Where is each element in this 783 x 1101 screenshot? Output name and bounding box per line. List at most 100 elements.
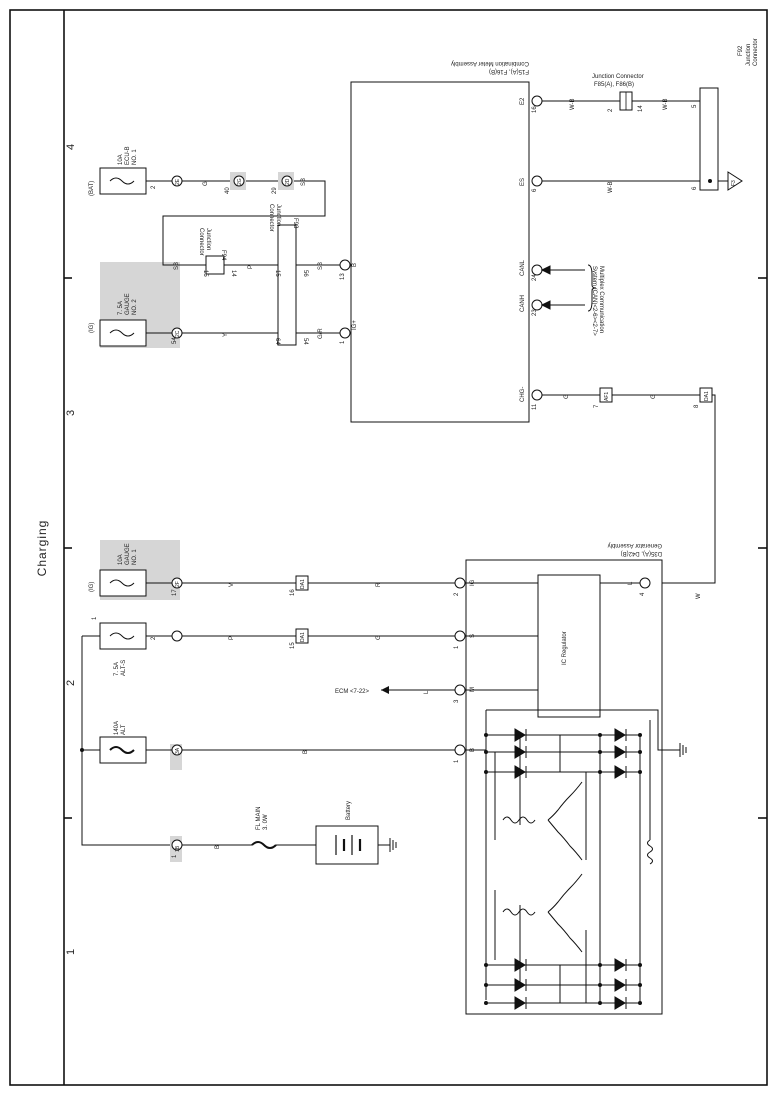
inline-conn-label-5: 2F <box>175 581 181 587</box>
f85-pin-2: 2 <box>608 108 614 112</box>
fuse-ig2: (IG) 7. 5AGAUGENO. 2 54 <box>89 262 180 348</box>
f85-pin-14: 14 <box>638 105 644 112</box>
meter-pin-canl-num: 24 <box>532 274 538 281</box>
battery: Battery <box>315 801 397 865</box>
wire-flmain: B <box>215 845 221 849</box>
fuse-ig2-pin: 54 <box>172 337 178 344</box>
fuse-bat: (BAT) 10AECU-BNO. 1 2 <box>89 146 157 196</box>
inline-conn-label-4: 1B <box>175 845 181 852</box>
wire-es: W-B <box>608 181 614 193</box>
fuse-bat-name: 10AECU-BNO. 1 <box>118 146 138 165</box>
da1-s-code: DA1 <box>300 632 306 642</box>
f94-pin-14: 14 <box>230 270 236 277</box>
f85-label: Junction Connector <box>592 74 644 80</box>
inline-conn-label-3: 2D <box>285 178 291 185</box>
f93-pin-64: 64 <box>274 338 280 345</box>
meter-code: F15(A), F16(B) <box>489 68 529 74</box>
wire-alts: P <box>229 636 235 640</box>
wire-alts2: G <box>376 635 382 640</box>
ground-code: F3 <box>731 180 737 186</box>
meter-pin-canh-num: 23 <box>532 309 538 316</box>
da1-s-pin: 15 <box>290 642 296 649</box>
junction-connector-f94: F94 JunctionConnector 15 14 <box>198 228 236 277</box>
generator-code: D35(A), D42(B) <box>621 550 662 556</box>
f93-pin-15: 15 <box>274 270 280 277</box>
fuse-ig2-name: 7. 5AGAUGENO. 2 <box>118 293 138 315</box>
connector-da1-chg: DA1 8 <box>694 387 713 408</box>
zone-3: 3 <box>65 410 77 416</box>
gen-pin-m-num: 3 <box>454 699 460 703</box>
wire-m: L <box>424 690 430 694</box>
fuse-flmain-name: FL MAIN3. 0W <box>256 807 269 830</box>
wire-network <box>146 100 716 846</box>
stator-coil-lower <box>502 873 583 953</box>
fuse-flmain: FL MAIN3. 0W 1 <box>170 807 277 862</box>
junction-connector-f93: F93 JunctionConnector 15 56 64 54 <box>268 204 308 346</box>
fuse-ig1-name: 10AGAUGENO. 1 <box>118 543 138 565</box>
ecm-label: ECM <7-22> <box>335 689 370 695</box>
wire-ig2b: G/R <box>318 328 324 339</box>
f92-pin-5: 5 <box>692 104 698 108</box>
fuse-alts-pin: 2 <box>151 636 157 640</box>
wire-bjunction2: P <box>248 265 254 269</box>
meter-pin-b-num: 13 <box>340 273 346 280</box>
stator-coil-upper <box>502 781 583 861</box>
meter-pin-b-name: B <box>352 263 358 267</box>
da1-ig-code: DA1 <box>300 579 306 589</box>
meter-pin-canh-name: CANH <box>520 295 526 312</box>
wire-bjunction: SB <box>174 262 180 270</box>
battery-bus-wire <box>81 635 172 846</box>
inline-conn-2g-pin: 40 <box>225 187 231 194</box>
meter-pin-ig-num: 1 <box>340 340 346 344</box>
connector-da1-s: DA1 15 <box>290 628 309 649</box>
wire-bjunction3: SB <box>318 262 324 270</box>
fuse-alt-name: 140AALT <box>114 721 127 735</box>
rectifier-diodes <box>514 728 627 1010</box>
da1-ig-pin: 16 <box>290 589 296 596</box>
meter-pin-chg-num: 11 <box>532 403 538 410</box>
da1-chg-pin: 8 <box>694 404 700 408</box>
page-title: Charging <box>35 520 49 577</box>
gen-pin-s-num: 1 <box>454 645 460 649</box>
fuse-ig2-source: (IG) <box>89 323 95 333</box>
f94-code: F94 <box>220 250 226 261</box>
fuse-alts: 1 7. 5AALT-S 2 <box>92 616 157 676</box>
wire-chg: G <box>564 394 570 399</box>
can-bus-arrows <box>540 264 597 312</box>
multiplex-label: Multiplex CommunicationSystem (CAN)<2-6>… <box>591 266 604 336</box>
zone-1: 1 <box>65 949 77 955</box>
inline-conn-label-6: 2C <box>175 330 181 337</box>
wire-bat: G <box>203 181 209 186</box>
f92-code: F92 <box>738 45 744 56</box>
f93-code: F93 <box>292 218 298 229</box>
meter-title: Combination Meter Assembly <box>451 60 529 66</box>
inline-conn-label-1: 2E <box>175 178 181 185</box>
ecm-arrow <box>381 686 389 694</box>
af1-code: AF1 <box>604 392 610 401</box>
gen-pin-ig-num: 2 <box>454 592 460 596</box>
zone-4: 4 <box>65 144 77 150</box>
inline-conn-label-2: 2G <box>237 178 243 185</box>
fuse-alt: 140AALT <box>99 721 182 770</box>
f92-pin-6: 6 <box>692 186 698 190</box>
f93-label: JunctionConnector <box>268 204 281 232</box>
battery-label: Battery <box>346 801 352 820</box>
junction-connector-f92: F92 JunctionConnector 5 6 <box>692 38 759 191</box>
gen-pin-l-num: 4 <box>640 592 646 596</box>
wire-labels: G SB Y G/R SB P SB V R P G B L B G G W W… <box>174 98 702 849</box>
fuse-bat-pin: 2 <box>151 185 157 189</box>
wire-chg2: G <box>651 394 657 399</box>
f92-label: JunctionConnector <box>746 38 759 66</box>
meter-pin-ig-name: IG+ <box>352 320 358 330</box>
fuse-ig1: (IG) 10AGAUGENO. 1 17 <box>89 540 180 600</box>
f93-pin-56: 56 <box>302 270 308 277</box>
meter-pin-canl-name: CANL <box>520 259 526 276</box>
inline-conn-label-7: 3A <box>175 747 181 754</box>
meter-pin-es-name: ES <box>520 178 526 186</box>
wire-e2: W-B <box>570 98 576 110</box>
junction-dots <box>80 179 712 1005</box>
fuse-bat-source: (BAT) <box>89 181 95 196</box>
fuse-alts-name: 7. 5AALT-S <box>114 660 127 676</box>
inline-connectors <box>171 172 294 851</box>
